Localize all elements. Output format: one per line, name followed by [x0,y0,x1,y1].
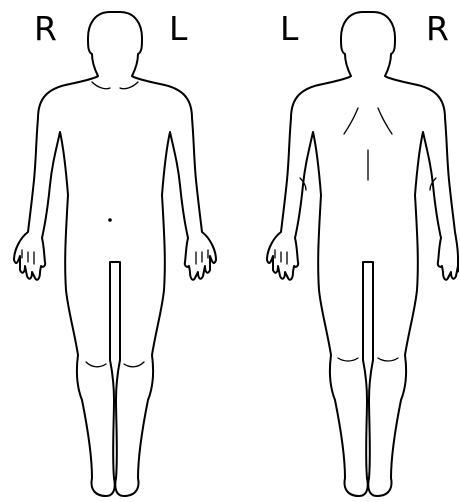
front-body-outline [14,12,216,496]
back-body-outline [267,12,458,496]
front-body-figure [0,0,230,502]
navel-mark [108,218,112,222]
back-body-figure [230,0,460,502]
